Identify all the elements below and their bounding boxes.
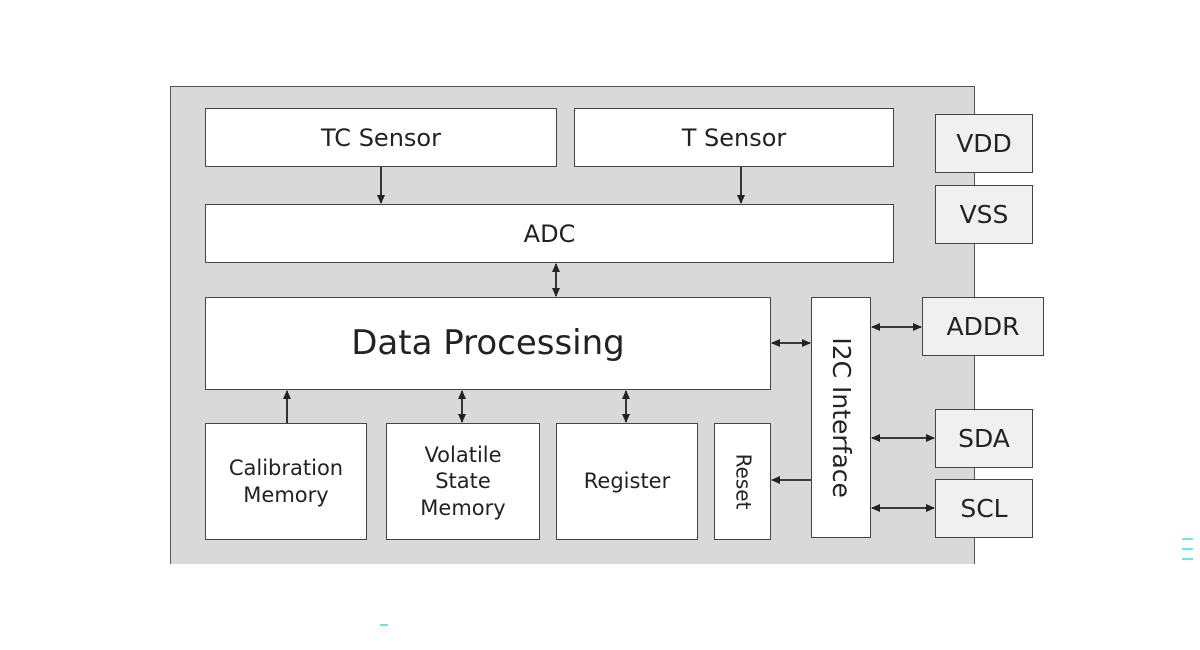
vdd-label: VDD xyxy=(956,129,1012,158)
reset-block: Reset xyxy=(714,423,771,540)
sda-label: SDA xyxy=(958,424,1010,453)
volatile-state-memory-label: Volatile State Memory xyxy=(420,443,506,520)
register-label: Register xyxy=(583,469,671,494)
stray-mark-bottom xyxy=(380,624,388,626)
stray-mark-right xyxy=(1182,538,1193,540)
stray-mark-right-2 xyxy=(1182,548,1193,550)
vss-label: VSS xyxy=(959,200,1009,229)
i2c-interface-block: I2C Interface xyxy=(811,297,871,538)
addr-pin: ADDR xyxy=(922,297,1044,356)
reset-label: Reset xyxy=(731,453,755,510)
addr-label: ADDR xyxy=(946,312,1020,341)
t-sensor-label: T Sensor xyxy=(681,123,787,152)
volatile-state-memory-block: Volatile State Memory xyxy=(386,423,540,540)
stray-mark-right-3 xyxy=(1182,558,1193,560)
sda-pin: SDA xyxy=(935,409,1033,468)
tc-sensor-label: TC Sensor xyxy=(321,123,441,152)
tc-sensor-block: TC Sensor xyxy=(205,108,557,167)
adc-label: ADC xyxy=(523,219,576,248)
i2c-interface-label: I2C Interface xyxy=(826,337,856,498)
calibration-memory-label: Calibration Memory xyxy=(228,456,344,507)
calibration-memory-block: Calibration Memory xyxy=(205,423,367,540)
adc-block: ADC xyxy=(205,204,894,263)
data-processing-block: Data Processing xyxy=(205,297,771,390)
t-sensor-block: T Sensor xyxy=(574,108,894,167)
scl-pin: SCL xyxy=(935,479,1033,538)
vss-pin: VSS xyxy=(935,185,1033,244)
vdd-pin: VDD xyxy=(935,114,1033,173)
data-processing-label: Data Processing xyxy=(351,323,625,364)
scl-label: SCL xyxy=(960,494,1008,523)
register-block: Register xyxy=(556,423,698,540)
